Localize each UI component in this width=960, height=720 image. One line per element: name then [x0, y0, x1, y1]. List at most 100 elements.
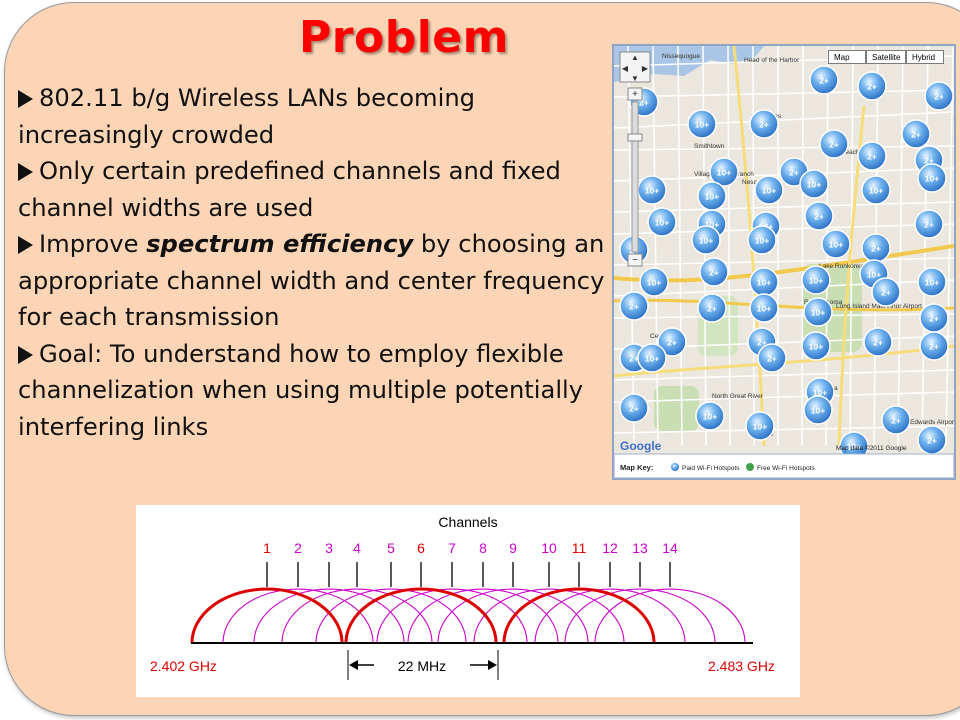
hotspot-cluster-icon[interactable]: 10+ — [754, 175, 784, 205]
hotspot-cluster-icon[interactable]: 10+ — [637, 343, 667, 373]
svg-text:+: + — [632, 89, 638, 100]
hotspot-cluster-icon[interactable]: 2+ — [917, 425, 947, 455]
hotspot-cluster-icon[interactable]: 10+ — [917, 163, 947, 193]
hotspot-cluster-icon[interactable]: 2+ — [819, 129, 849, 159]
hotspot-cluster-icon[interactable]: 10+ — [749, 267, 779, 297]
bullet-item: Only certain predefined channels and fix… — [18, 153, 618, 226]
hotspot-cluster-icon[interactable]: 2+ — [619, 291, 649, 321]
hotspot-cluster-icon[interactable]: 10+ — [803, 395, 833, 425]
bullet-item: 802.11 b/g Wireless LANs becoming increa… — [18, 80, 618, 153]
svg-text:2+: 2+ — [873, 338, 883, 348]
hotspot-cluster-icon[interactable]: 2+ — [919, 331, 949, 361]
svg-text:10+: 10+ — [847, 442, 861, 452]
svg-text:10+: 10+ — [811, 406, 825, 416]
svg-text:10+: 10+ — [867, 270, 881, 280]
hotspot-cluster-icon[interactable]: 10+ — [747, 225, 777, 255]
hotspot-cluster-icon[interactable]: 10+ — [647, 207, 677, 237]
minor-road — [727, 46, 731, 447]
arrow-bullet-icon — [18, 345, 33, 364]
hotspot-cluster-icon[interactable]: 2+ — [757, 343, 787, 373]
arrow-bullet-icon — [18, 236, 33, 254]
map-copyright: Map data ©2011 Google — [836, 444, 907, 452]
hotspot-cluster-icon[interactable]: 2+ — [749, 109, 779, 139]
minor-road — [614, 369, 954, 381]
hotspot-cluster-icon[interactable]: 2+ — [619, 393, 649, 423]
hotspot-cluster-icon[interactable]: 10+ — [861, 175, 891, 205]
svg-text:10+: 10+ — [811, 308, 825, 318]
hotspot-cluster-icon[interactable]: 10+ — [639, 267, 669, 297]
svg-text:2+: 2+ — [881, 288, 891, 298]
hotspot-cluster-icon[interactable]: 10+ — [695, 401, 725, 431]
channel-arc-1 — [190, 587, 344, 644]
paid-hotspot-icon — [671, 463, 679, 471]
hotspot-cluster-icon[interactable]: 2+ — [863, 327, 893, 357]
emphasis-text: spectrum efficiency — [146, 230, 414, 258]
map-type-hybrid-button[interactable]: Hybrid — [906, 50, 944, 64]
arrow-bullet-icon — [18, 90, 33, 108]
svg-text:10+: 10+ — [809, 276, 823, 286]
channel-label-2: 2 — [294, 540, 302, 556]
minor-road — [614, 313, 954, 319]
hotspot-cluster-icon[interactable]: 2+ — [804, 201, 834, 231]
hotspot-cluster-icon[interactable]: 10+ — [801, 331, 831, 361]
hotspot-cluster-icon[interactable]: 2+ — [699, 257, 729, 287]
hotspot-cluster-icon[interactable]: 10+ — [799, 169, 829, 199]
channel-width-label: 22 MHz — [398, 658, 446, 674]
svg-text:2+: 2+ — [934, 92, 944, 102]
hotspot-cluster-icon[interactable]: 2+ — [857, 141, 887, 171]
svg-text:10+: 10+ — [695, 120, 709, 130]
map-key-label: Map Key: — [620, 463, 653, 472]
hotspot-cluster-icon[interactable]: 10+ — [803, 297, 833, 327]
minor-road — [614, 391, 954, 403]
hotspot-cluster-icon[interactable]: 2+ — [881, 405, 911, 435]
svg-text:2+: 2+ — [929, 342, 939, 352]
svg-text:▲: ▲ — [631, 53, 639, 62]
hotspot-cluster-icon[interactable]: 2+ — [919, 303, 949, 333]
svg-text:10+: 10+ — [647, 278, 661, 288]
hotspot-cluster-icon[interactable]: 10+ — [801, 265, 831, 295]
hotspot-cluster-icon[interactable]: 10+ — [691, 225, 721, 255]
arrow-bullet-icon — [18, 163, 33, 181]
google-logo: Google — [620, 439, 662, 453]
svg-text:2+: 2+ — [759, 120, 769, 130]
svg-text:2+: 2+ — [867, 82, 877, 92]
hotspot-cluster-icon[interactable]: 2+ — [857, 71, 887, 101]
svg-text:10+: 10+ — [829, 240, 843, 250]
hotspot-cluster-icon[interactable]: 10+ — [709, 157, 739, 187]
svg-text:2+: 2+ — [891, 416, 901, 426]
hotspot-cluster-icon[interactable]: 10+ — [749, 293, 779, 323]
hotspot-cluster-icon[interactable]: 2+ — [924, 81, 954, 111]
channel-label-12: 12 — [602, 540, 618, 556]
hotspot-cluster-icon[interactable]: 2+ — [657, 327, 687, 357]
svg-text:2+: 2+ — [789, 168, 799, 178]
map-key-free: Free Wi-Fi Hotspots — [757, 465, 816, 472]
channel-arc-13 — [564, 588, 716, 644]
hotspot-cluster-icon[interactable]: 10+ — [687, 109, 717, 139]
hotspot-cluster-icon[interactable]: 10+ — [745, 411, 775, 441]
minor-road — [614, 257, 954, 266]
minor-road — [677, 46, 683, 447]
arrowhead-right-icon — [488, 660, 497, 670]
hotspot-cluster-icon[interactable]: 2+ — [914, 209, 944, 239]
svg-text:2+: 2+ — [707, 304, 717, 314]
bullet-item: Goal: To understand how to employ flexib… — [18, 336, 618, 446]
svg-text:−: − — [632, 255, 638, 266]
hotspot-cluster-icon[interactable]: 10+ — [697, 181, 727, 211]
svg-text:10+: 10+ — [717, 168, 731, 178]
map-type-satellite-button[interactable]: Satellite — [866, 50, 906, 64]
svg-text:2+: 2+ — [757, 338, 767, 348]
svg-text:10+: 10+ — [813, 388, 827, 398]
hotspot-cluster-icon[interactable]: 10+ — [821, 229, 851, 259]
hotspot-cluster-icon[interactable]: 2+ — [697, 293, 727, 323]
hotspot-cluster-icon[interactable]: 10+ — [637, 175, 667, 205]
hotspot-cluster-icon[interactable]: 2+ — [901, 119, 931, 149]
svg-text:10+: 10+ — [705, 192, 719, 202]
map-zoom-control[interactable]: ▲ ◀ ▶ ▼ + − — [619, 51, 651, 267]
map-type-map-button[interactable]: Map — [828, 50, 866, 64]
hotspot-cluster-icon[interactable]: 2+ — [809, 65, 839, 95]
hotspot-cluster-icon[interactable]: 2+ — [871, 277, 901, 307]
hotspot-cluster-icon[interactable]: 2+ — [861, 233, 891, 263]
hotspot-cluster-icon[interactable]: 10+ — [917, 267, 947, 297]
